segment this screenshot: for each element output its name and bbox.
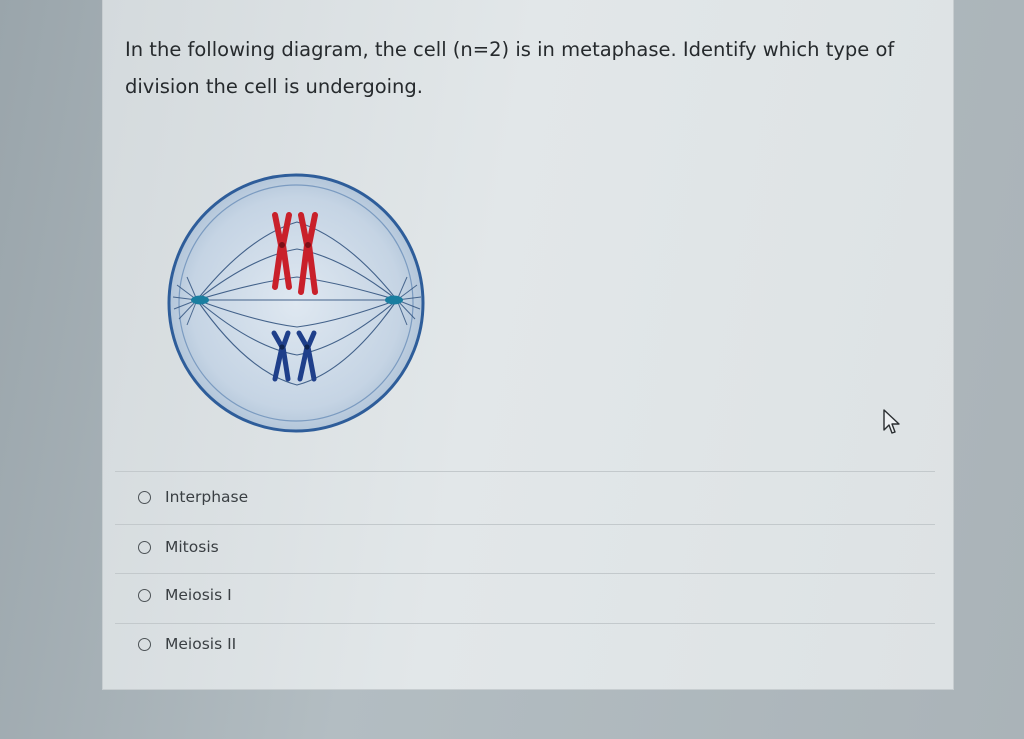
question-text: In the following diagram, the cell (n=2)… [125, 31, 945, 105]
chromosome-pair-blue [271, 330, 317, 382]
chromosome-pair-red [272, 212, 318, 295]
radio-button-icon[interactable] [138, 637, 151, 651]
cell-membrane [167, 173, 425, 433]
question-line-2: division the cell is undergoing. [125, 75, 423, 98]
option-meiosis-i[interactable]: Meiosis I [138, 582, 232, 608]
option-interphase[interactable]: Interphase [138, 484, 248, 510]
cell-metaphase-diagram [167, 173, 425, 433]
question-card: In the following diagram, the cell (n=2)… [102, 0, 954, 690]
centrosome-left [191, 295, 209, 305]
radio-button-icon[interactable] [138, 588, 151, 602]
option-label: Meiosis I [165, 586, 232, 604]
spindle-fibers [196, 221, 398, 386]
cell-inner-ring [178, 184, 414, 422]
question-line-1: In the following diagram, the cell (n=2)… [125, 38, 895, 61]
radio-button-icon[interactable] [138, 540, 151, 554]
radio-button-icon[interactable] [138, 490, 151, 504]
option-mitosis[interactable]: Mitosis [138, 534, 219, 560]
divider-top [115, 471, 935, 472]
divider [115, 623, 935, 624]
pointer-arrow-icon [883, 409, 900, 434]
centrosome-right [385, 295, 403, 305]
option-label: Interphase [165, 488, 249, 506]
divider [115, 573, 935, 574]
option-meiosis-ii[interactable]: Meiosis II [138, 631, 236, 657]
divider [115, 524, 935, 525]
option-label: Meiosis II [165, 635, 237, 653]
option-label: Mitosis [165, 538, 219, 556]
